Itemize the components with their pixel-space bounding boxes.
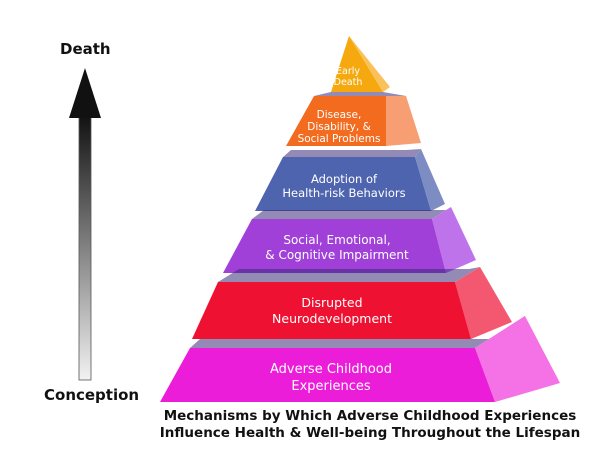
level-label-line: Disease, [317, 109, 362, 121]
arrow-head [69, 68, 101, 118]
level-label-line: Disrupted [301, 295, 362, 310]
level-disease-disability: Disease,Disability, &Social Problems [286, 92, 421, 146]
level-top-face [314, 92, 406, 96]
level-top-face [190, 316, 525, 348]
death-label: Death [60, 40, 111, 58]
level-front-face [255, 157, 431, 211]
level-label-line: Disability, & [307, 121, 371, 133]
level-label-line: Adoption of [311, 172, 378, 186]
level-label-line: Neurodevelopment [272, 311, 392, 326]
level-top-face [218, 267, 480, 282]
level-label-line: Social, Emotional, [283, 233, 390, 247]
diagram-caption: Mechanisms by Which Adverse Childhood Ex… [150, 408, 590, 442]
level-front-face [192, 282, 471, 339]
level-top-face [283, 149, 421, 157]
level-social-emotional-impairment: Social, Emotional,& Cognitive Impairment [223, 207, 476, 273]
level-side-face [349, 36, 390, 92]
level-front-face [223, 219, 446, 273]
level-label-line: Experiences [291, 379, 370, 394]
level-label-line: Early [336, 66, 360, 77]
level-side-face [455, 267, 512, 339]
level-label-line: Health-risk Behaviors [282, 186, 405, 200]
level-top-face [252, 207, 451, 219]
level-side-face [415, 149, 445, 211]
level-side-face [475, 316, 560, 402]
conception-label: Conception [44, 386, 140, 404]
level-label-line: & Cognitive Impairment [265, 248, 409, 262]
level-front-face [331, 36, 383, 92]
caption-line-2: Influence Health & Well-being Throughout… [159, 425, 581, 441]
lifespan-arrow [69, 68, 101, 381]
arrow-shaft [78, 114, 92, 381]
level-label-line: Social Problems [298, 133, 381, 145]
caption-line-1: Mechanisms by Which Adverse Childhood Ex… [163, 408, 577, 424]
level-label-line: Adverse Childhood [270, 362, 392, 377]
level-side-face [432, 207, 476, 273]
level-front-face [286, 96, 386, 146]
level-label-line: Death [334, 77, 363, 88]
level-front-face [160, 348, 495, 402]
level-side-face [386, 96, 421, 146]
